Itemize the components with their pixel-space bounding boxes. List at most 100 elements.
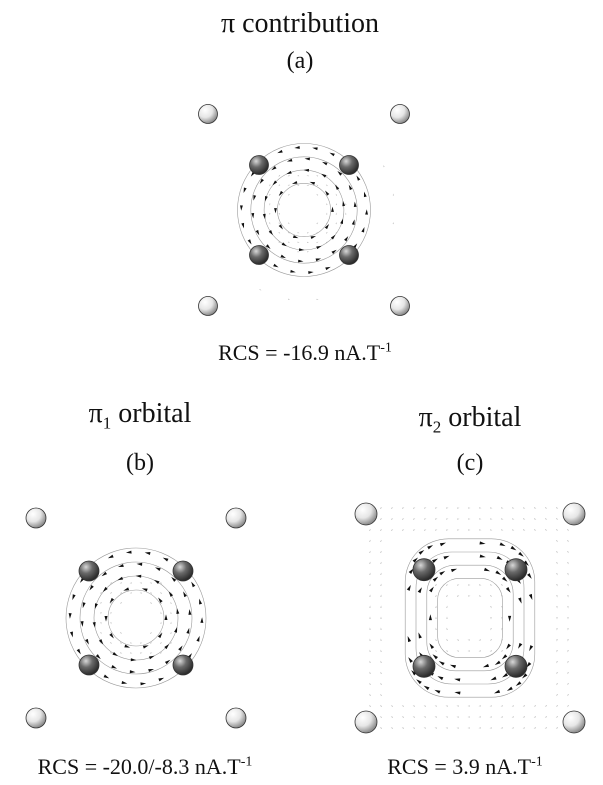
field-arrow [278,203,281,206]
current-arrow [501,654,508,660]
field-arrow [468,529,471,531]
current-arrow [316,245,322,250]
current-arrow [322,161,328,166]
outer-atom [198,104,218,124]
field-arrow [345,202,347,206]
current-arrow [136,562,143,566]
current-arrow [406,584,411,591]
field-arrow [478,650,481,652]
field-arrow [368,539,371,543]
field-arrow [369,649,371,652]
field-arrow [392,221,394,225]
panel-a-rcs-exponent: -1 [380,340,392,356]
streamline [263,169,345,251]
current-arrow [417,587,422,594]
field-arrow [556,671,558,675]
field-arrow [457,507,460,509]
current-arrow [164,659,171,665]
current-arrow [80,621,84,627]
field-arrow [379,517,383,521]
field-arrow [490,507,493,509]
field-arrow [130,652,133,654]
inner-atom [249,155,269,175]
current-arrow [416,679,422,685]
field-arrow [297,241,300,243]
field-arrow [489,727,492,729]
field-arrow [556,639,558,642]
field-arrow [533,518,537,520]
field-arrow [287,241,291,243]
field-arrow [567,606,569,609]
field-arrow [390,529,394,532]
field-arrow [468,518,471,520]
field-arrow [287,231,290,234]
panel-b-title-subscript: 1 [102,413,112,433]
current-arrow [483,567,491,572]
current-arrow [454,691,461,695]
current-arrow [117,563,124,567]
field-arrow [468,584,471,586]
current-arrow [277,149,283,154]
field-arrow [522,507,526,509]
field-arrow [567,693,570,697]
outer-atom [354,710,378,734]
field-arrow [490,627,492,631]
field-arrow [412,529,416,531]
current-arrow [526,662,532,668]
current-arrow [98,639,104,645]
current-arrow [407,635,412,643]
current-arrow [281,242,287,247]
current-arrow [310,236,317,240]
field-arrow [369,671,371,675]
current-arrow [348,184,353,191]
field-arrow [335,231,338,234]
field-arrow [423,518,427,520]
outer-atom [225,507,247,529]
current-arrow [432,558,438,563]
field-arrow [566,539,569,543]
field-arrow [307,251,310,253]
field-arrow [544,715,548,718]
field-arrow [129,582,132,584]
current-arrow [158,597,163,603]
field-arrow [467,705,470,707]
field-arrow [567,650,569,653]
field-arrow [401,705,405,708]
current-arrow [265,244,271,250]
current-arrow [340,218,344,225]
panel-c-label: (c) [456,450,484,476]
outer-atom [25,707,47,729]
current-arrow [495,570,502,575]
field-arrow [567,682,569,686]
field-arrow [120,652,123,654]
current-arrow [412,557,418,563]
field-arrow [316,184,319,187]
current-arrow [432,576,439,582]
field-arrow [110,622,112,625]
current-arrow [482,663,490,668]
field-arrow [533,716,537,718]
current-arrow [308,271,314,275]
panel-a-current-density-map [198,104,410,316]
streamline [79,561,193,675]
field-arrow [287,298,291,300]
streamline [65,547,207,689]
current-arrow [330,234,336,240]
field-arrow [278,184,281,187]
current-arrow [449,664,457,669]
field-arrow [435,638,437,642]
current-arrow [325,190,330,196]
field-arrow [544,528,548,531]
current-arrow [243,187,247,193]
field-arrow [501,507,504,509]
field-arrow [278,174,281,177]
field-arrow [306,232,310,234]
current-arrow [418,632,422,639]
current-arrow [94,603,98,610]
panel-a-rcs: RCS = -16.9 nA.T-1 [180,340,430,366]
field-arrow [446,518,449,520]
field-arrow [556,595,558,598]
field-arrow [287,193,290,196]
streamline [107,589,165,647]
field-arrow [100,602,102,605]
